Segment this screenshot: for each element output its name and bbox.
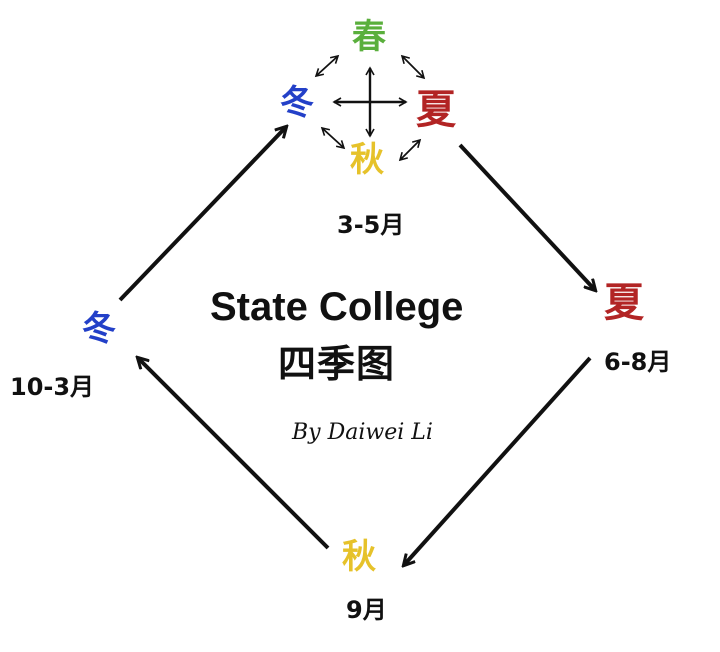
spring-months-label: 3-5月	[337, 211, 405, 239]
diag-arrow-autumn-summer	[398, 138, 422, 162]
cluster-winter-label: 冬	[280, 83, 314, 123]
diag-arrow-spring-summer	[400, 54, 426, 80]
cluster-spring-label: 春	[352, 17, 386, 57]
cluster-autumn-label: 秋	[350, 140, 384, 180]
diagram-title: State College	[210, 285, 464, 329]
summer-node-label: 夏	[604, 280, 644, 326]
summer-months-label: 6-8月	[604, 348, 672, 376]
diag-arrow-winter-spring	[314, 54, 340, 78]
arrow-winter-to-spring-cluster	[118, 127, 286, 302]
cluster-summer-label: 夏	[416, 87, 456, 133]
winter-months-label: 10-3月	[10, 373, 95, 401]
diagram-subtitle: 四季图	[278, 342, 396, 386]
diag-arrow-winter-autumn	[320, 126, 346, 150]
author-signature: By Daiwei Li	[292, 420, 433, 445]
arrow-summer-to-autumn	[404, 356, 592, 565]
arrow-cluster-to-summer	[458, 143, 595, 290]
autumn-node-label: 秋	[342, 537, 376, 577]
autumn-months-label: 9月	[346, 596, 387, 624]
winter-node-label: 冬	[82, 309, 116, 349]
arrow-autumn-to-winter	[138, 358, 330, 550]
